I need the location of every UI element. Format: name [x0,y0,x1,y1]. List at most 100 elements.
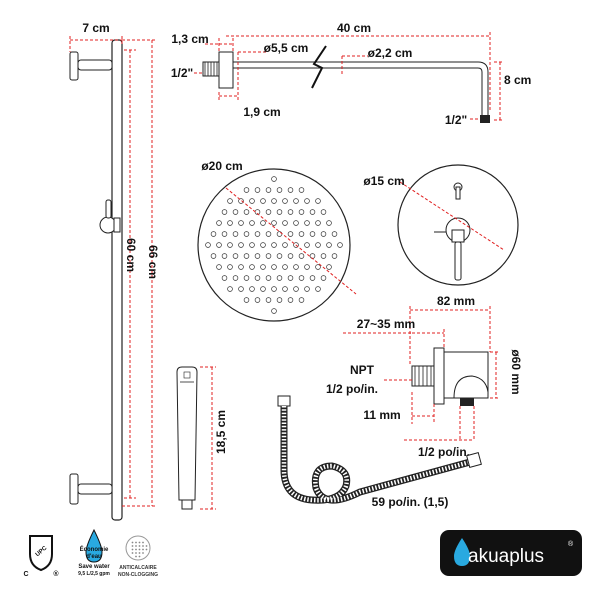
elbow-npt-size-label: 1/2 po/in. [326,382,378,396]
anticalcaire-dot [142,545,144,547]
nozzle [326,220,332,226]
water-badge-line2: d'eau [86,554,102,560]
nozzle [243,275,250,281]
brand-registered-mark: ® [568,540,574,548]
anticalcaire-dot [135,555,137,558]
nozzle [265,231,272,237]
anticalcaire-dot [131,545,134,547]
nozzle [293,286,299,292]
nozzle [260,220,266,226]
hose-top-nut [277,395,291,407]
nozzle [205,242,211,248]
anticalcaire-dot [138,541,141,544]
nozzle [326,242,332,248]
nozzle [238,264,244,270]
nozzle [276,297,283,303]
nozzle [227,242,233,248]
shower-arm: 1,3 cm ø5,5 cm 40 cm ø2,2 cm 8 cm 1/2" 1… [171,21,532,127]
upc-shield [29,535,53,572]
nozzle [232,231,239,237]
nozzle [216,220,222,226]
elbow-width-label: 82 mm [437,294,475,308]
nozzle [260,286,266,292]
nozzle [287,209,294,215]
brand-logo-background [440,530,582,576]
anticalcaire-dot [135,541,137,544]
elbow-thread-length-label: 11 mm [363,408,400,422]
akuaplus-logo: akuaplus ® [440,530,582,576]
nozzle [265,187,272,193]
arm-flange-diameter-label: ø5,5 cm [264,41,309,55]
rail-bottom-arm [77,483,113,495]
nozzle [265,209,272,215]
rail-slider-clamp [113,217,121,233]
nozzle [221,253,228,259]
nozzle [227,264,233,270]
nozzle [331,231,338,237]
nozzle [216,264,222,270]
nozzle [249,286,255,292]
nozzle [243,297,250,303]
nozzle [260,198,266,204]
nozzle [232,253,239,259]
arm-drop-label: 8 cm [504,73,531,87]
nozzle [326,264,332,270]
nozzle [238,242,244,248]
nozzle [315,242,321,248]
water-saving-badge: Économie d'eau Save water 9,5 L/2,5 gpm [78,528,110,577]
arm-flange-depth-label: 1,9 cm [243,105,280,119]
nozzle [282,242,288,248]
hand-shower: 18,5 cm [176,366,228,510]
water-badge-line3: Save water [78,564,110,570]
nozzle [320,275,327,281]
valve-plate-diameter-label: ø15 cm [363,174,404,188]
nozzle [315,286,321,292]
nozzle [249,242,255,248]
arm-flange [218,51,234,89]
nozzle [315,198,321,204]
anticalcaire-dot [138,545,141,547]
arm-pipe-diameter-label: ø2,2 cm [368,46,413,60]
rail-slide-label: 60 cm [124,238,138,272]
nozzle [315,264,321,270]
nozzle [271,242,277,248]
valve-handle-lever [454,241,462,281]
nozzle [304,286,310,292]
nozzle [298,209,305,215]
rail-bar [111,39,123,521]
nozzle [243,231,250,237]
nozzle [271,264,277,270]
brand-drop-icon [454,538,470,566]
nozzle [298,275,305,281]
hand-shower-body [176,366,198,501]
elbow-diameter-label: ø60 mm [509,349,523,394]
elbow-body [443,351,489,399]
nozzle [304,198,310,204]
nozzle [243,209,250,215]
elbow-npt-label: NPT [350,363,375,377]
nozzle [243,187,250,193]
nozzle [282,220,288,226]
nozzle [287,275,294,281]
anticalcaire-dot [145,548,148,551]
nozzle [304,220,310,226]
anticalcaire-dot [145,545,148,547]
water-badge-line4: 9,5 L/2,5 gpm [78,571,110,577]
nozzle [276,231,283,237]
nozzle [331,253,338,259]
rail-width-label: 7 cm [82,21,109,35]
nozzle [320,231,327,237]
brand-name: akuaplus [468,546,544,567]
elbow-depth-label: 27~35 mm [357,317,415,331]
nozzle [232,275,239,281]
nozzle [298,187,305,193]
nozzle [309,209,316,215]
nozzle [221,209,228,215]
nozzle [238,198,244,204]
nozzle [260,264,266,270]
nozzle [254,297,261,303]
arm-inlet-thread-label: 1/2" [171,66,193,80]
water-drop-icon [85,528,103,563]
arm-break-mark [311,45,327,89]
